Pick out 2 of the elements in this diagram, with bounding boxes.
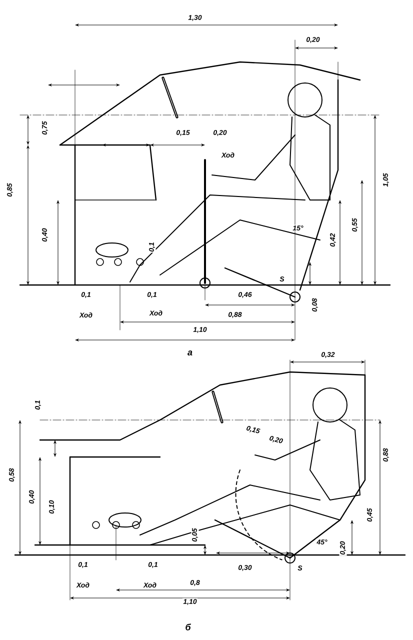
figure-caption: а	[186, 350, 194, 356]
figure-caption: б	[184, 622, 192, 632]
